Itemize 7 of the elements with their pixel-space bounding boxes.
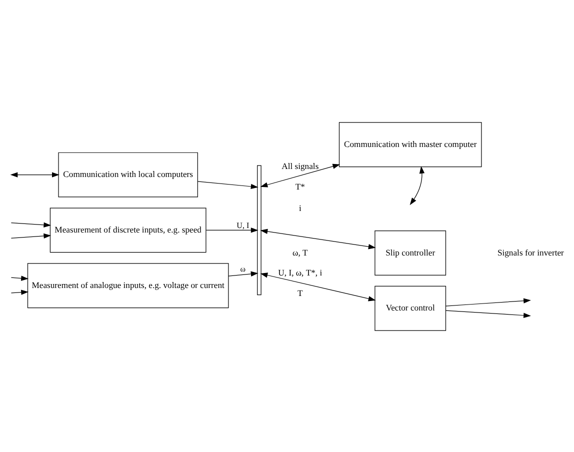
label: All signals — [282, 160, 319, 171]
label: T — [298, 287, 303, 298]
label: i — [298, 202, 302, 212]
label: Signals for inverter — [497, 246, 564, 257]
label: T* — [295, 180, 305, 191]
label: U, I, ω, T*, i — [278, 267, 322, 278]
label: ω, T — [292, 246, 308, 257]
